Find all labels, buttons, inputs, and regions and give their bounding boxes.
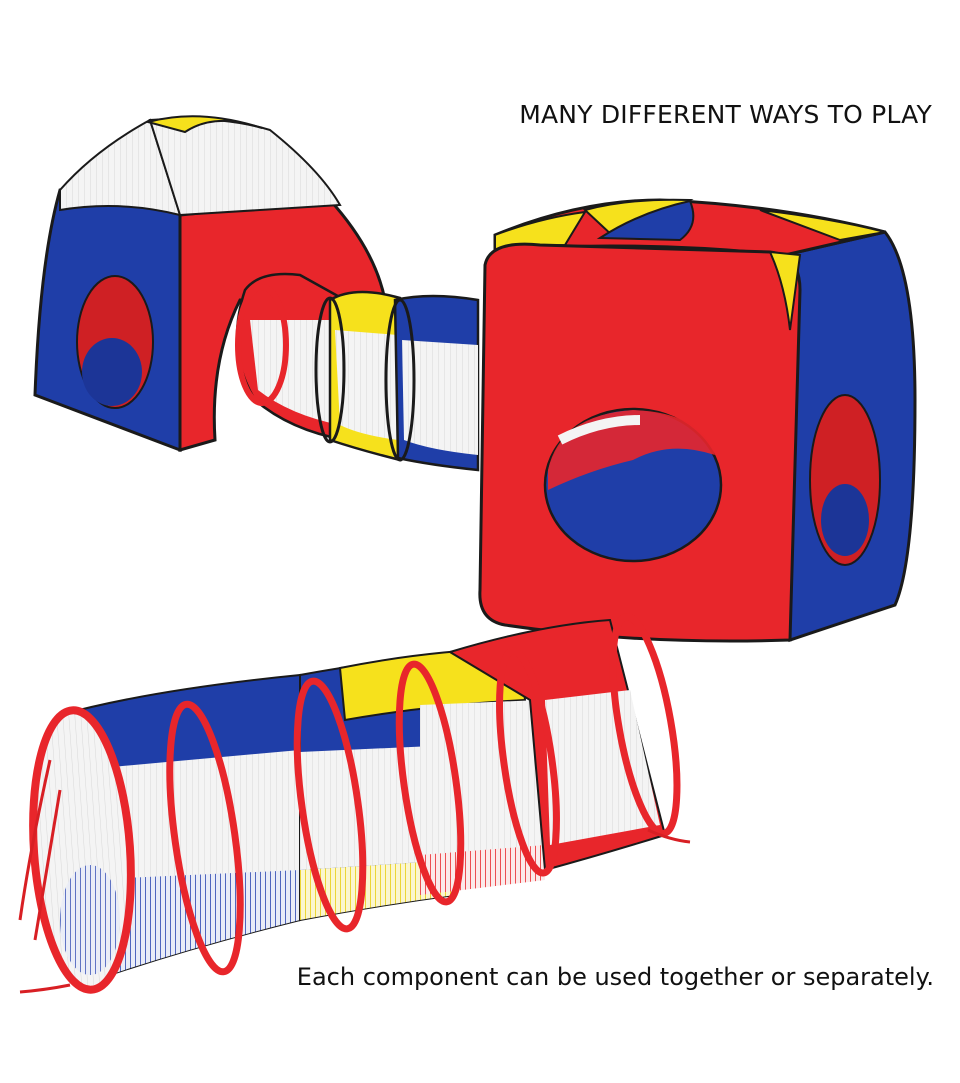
popup-tent bbox=[33, 115, 387, 453]
caption: Each component can be used together or s… bbox=[296, 963, 934, 991]
long-tunnel bbox=[18, 613, 691, 994]
cube-tent bbox=[478, 198, 917, 643]
short-tunnel bbox=[235, 272, 480, 472]
headline: MANY DIFFERENT WAYS TO PLAY bbox=[519, 100, 932, 129]
